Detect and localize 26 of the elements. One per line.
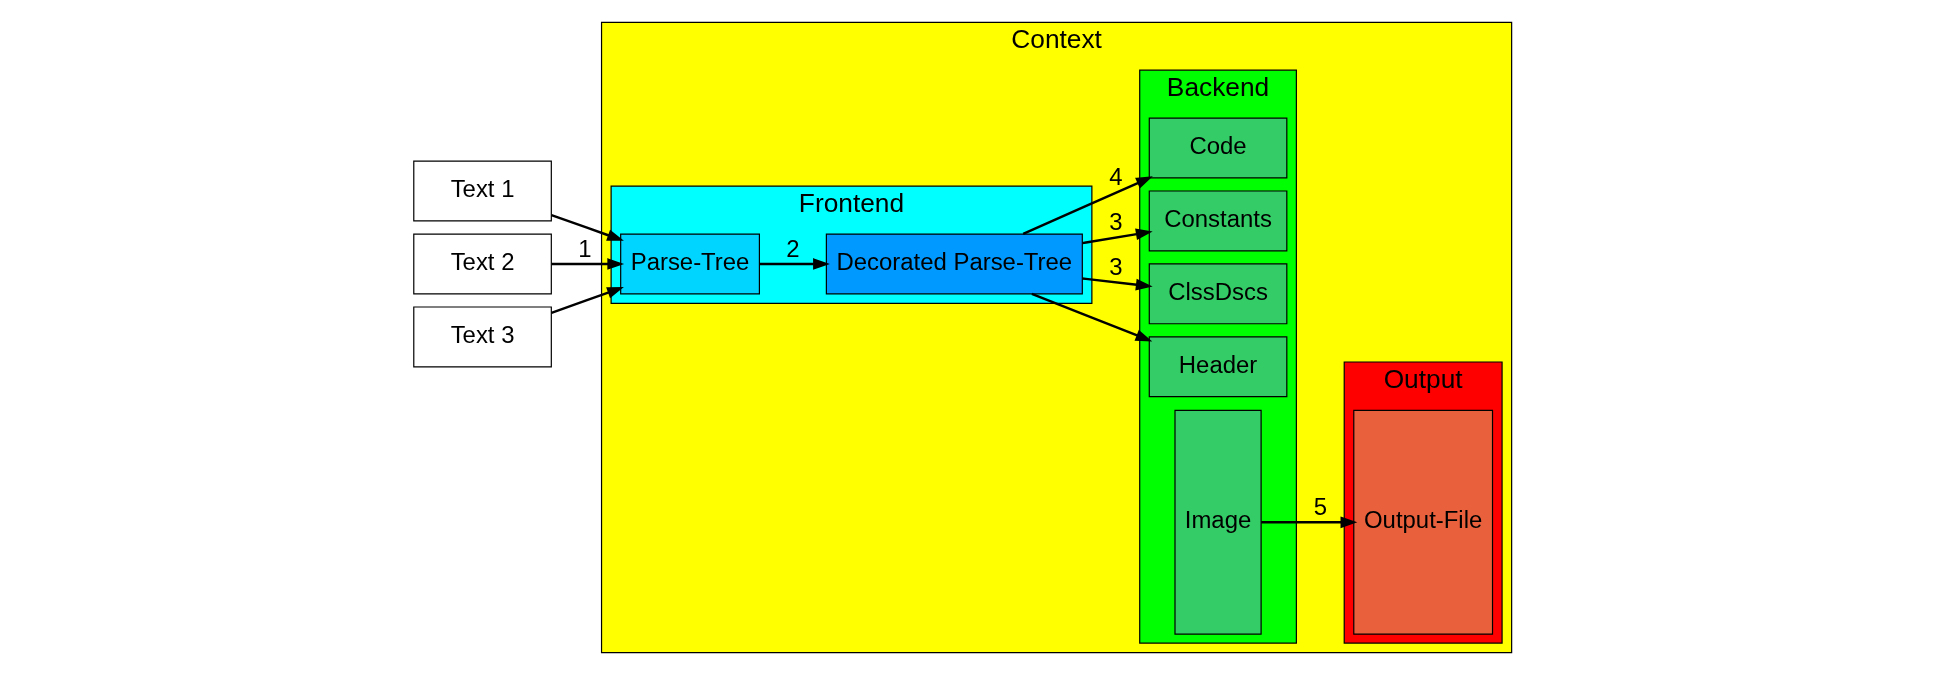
arrow [551, 213, 624, 241]
node-box: Output-File [1353, 409, 1494, 635]
node-box: Constants [1148, 190, 1288, 252]
arrow [1261, 516, 1358, 529]
node-box: Text 2 [413, 233, 552, 295]
edge-label: 2 [786, 234, 800, 262]
arrow [1031, 292, 1153, 342]
arrow [759, 258, 830, 270]
node-box: ClssDscs [1148, 263, 1288, 325]
edge-label: 1 [578, 234, 592, 262]
arrow [1022, 176, 1153, 235]
arrow [1082, 228, 1153, 245]
node-box: Text 3 [413, 306, 552, 368]
node-box: Parse-Tree [620, 233, 760, 295]
edge-label: 3 [1109, 208, 1123, 236]
edge-label: 3 [1109, 252, 1123, 280]
node-box: Code [1148, 117, 1288, 179]
arrow [551, 287, 624, 314]
edge-label: 5 [1313, 493, 1327, 521]
edge-label: 4 [1109, 163, 1123, 191]
arrow [551, 258, 625, 270]
node-box: Image [1174, 409, 1262, 635]
node-box: Text 1 [413, 160, 552, 222]
node-box: Header [1148, 336, 1288, 398]
arrow [1082, 277, 1153, 291]
node-box: Decorated Parse-Tree [825, 233, 1083, 295]
